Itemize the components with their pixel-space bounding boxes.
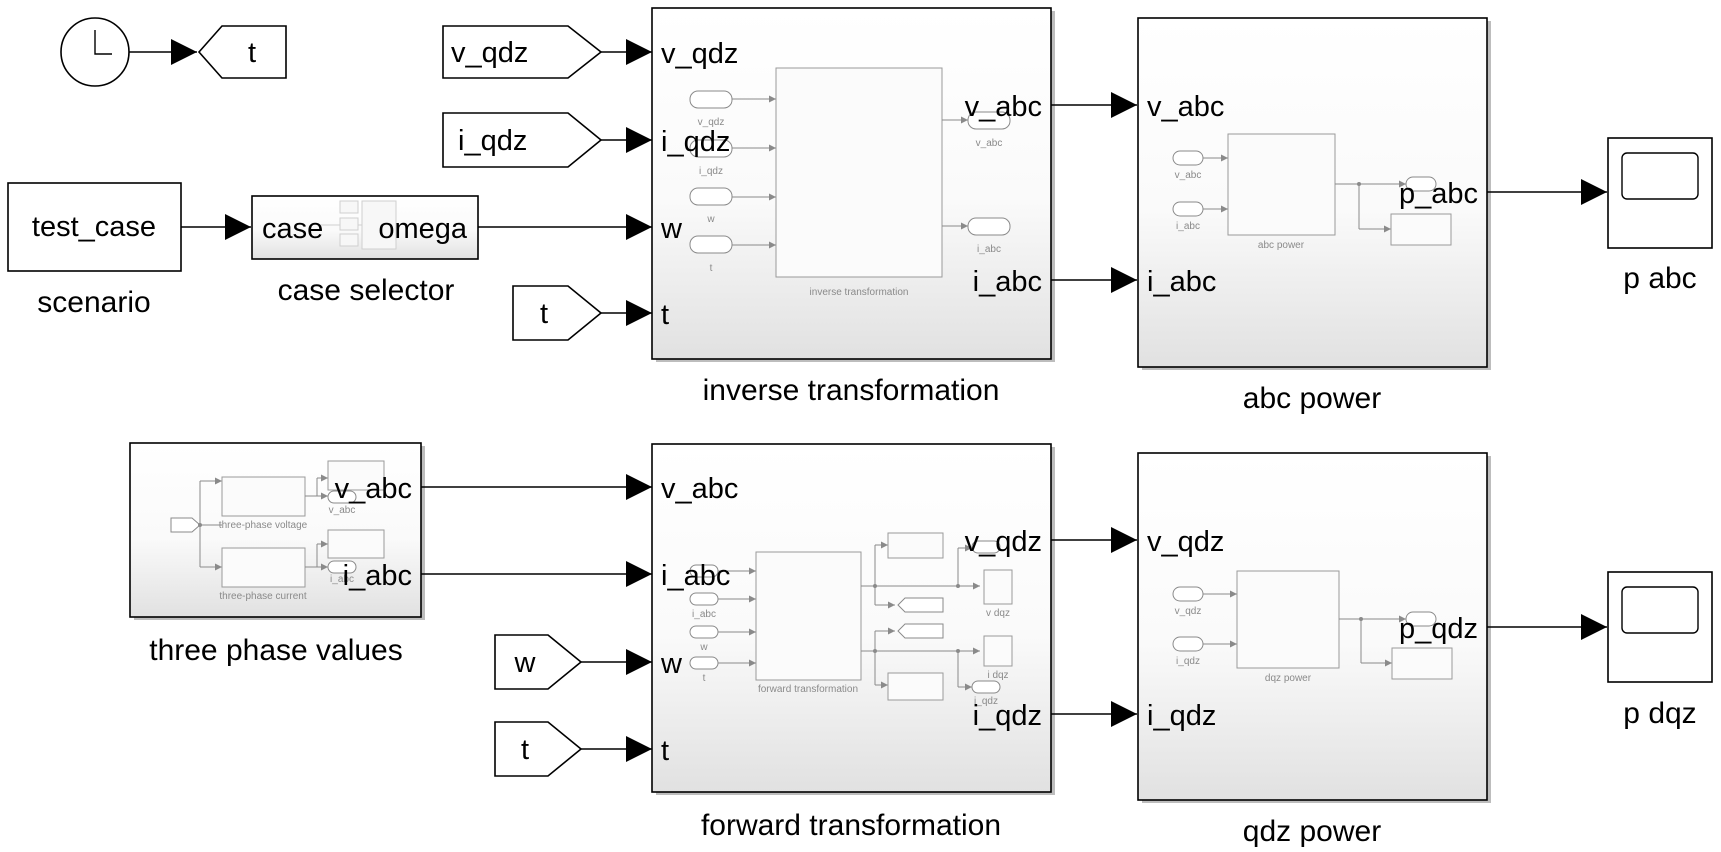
fwd-out-port-v-qdz: v_qdz (965, 526, 1042, 558)
case-selector-block[interactable]: case omega (251, 195, 479, 260)
svg-text:inverse transformation: inverse transformation (810, 287, 909, 298)
from-t-upper-block[interactable]: t (512, 285, 603, 341)
abc-power-in-port-v-abc: v_abc (1147, 91, 1224, 123)
from-v-qdz-label: v_qdz (451, 37, 528, 69)
abc-power-caption: abc power (1243, 382, 1381, 415)
qdz-power-in-port-i-qdz: i_qdz (1147, 700, 1216, 732)
svg-text:v dqz: v dqz (986, 608, 1010, 619)
from-w-block[interactable]: w (494, 634, 583, 690)
svg-text:i_abc: i_abc (330, 574, 354, 585)
scope-p-dqz-caption: p dqz (1623, 697, 1696, 730)
inv-in-port-v-qdz: v_qdz (661, 38, 738, 70)
inv-out-port-v-abc: v_abc (965, 91, 1042, 123)
three-phase-values-caption: three phase values (149, 634, 403, 667)
fwd-in-port-i-abc: i_abc (661, 560, 730, 592)
inverse-transformation-block[interactable]: inverse transformation v_qdz i_qdz w t v… (651, 7, 1055, 362)
three-phase-values-thumbnail: three-phase voltage three-phase current … (170, 460, 385, 602)
qdz-power-thumbnail: dqz power v_qdz i_qdz (1172, 570, 1453, 684)
forward-transformation-caption: forward transformation (701, 809, 1001, 842)
goto-t-label: t (248, 37, 256, 69)
svg-text:abc power: abc power (1258, 240, 1305, 251)
inverse-transformation-thumbnail: inverse transformation v_qdz i_qdz w t v… (689, 67, 1011, 298)
svg-text:w: w (699, 642, 708, 653)
svg-text:i dqz: i dqz (987, 670, 1008, 681)
fwd-out-port-i-qdz: i_qdz (973, 700, 1042, 732)
forward-transformation-block[interactable]: forward transformation i_abc w t v d (651, 443, 1055, 795)
from-w-label: w (514, 647, 537, 679)
inv-in-port-i-qdz: i_qdz (661, 126, 730, 158)
case-selector-caption: case selector (278, 274, 455, 307)
case-selector-out-port: omega (378, 213, 468, 245)
qdz-power-block[interactable]: dqz power v_qdz i_qdz v_qdz i_qdz p_qdz (1137, 452, 1491, 803)
from-v-qdz-block[interactable]: v_qdz (442, 25, 603, 79)
scope-screen-icon (1621, 586, 1699, 634)
forward-transformation-thumbnail: forward transformation i_abc w t v d (689, 532, 1013, 707)
svg-text:v_qdz: v_qdz (1175, 606, 1202, 617)
from-t-upper-label: t (540, 298, 548, 330)
scope-p-abc-block[interactable] (1607, 137, 1713, 249)
svg-text:i_qdz: i_qdz (974, 696, 998, 707)
fwd-in-port-v-abc: v_abc (661, 473, 738, 505)
goto-t-block[interactable]: t (197, 25, 287, 79)
fwd-in-port-w: w (660, 648, 683, 680)
scope-screen-icon (1621, 152, 1699, 200)
svg-text:i_abc: i_abc (977, 244, 1001, 255)
from-i-qdz-label: i_qdz (458, 125, 527, 157)
svg-text:w: w (706, 214, 715, 225)
svg-text:v_abc: v_abc (329, 505, 356, 516)
svg-text:i_qdz: i_qdz (699, 166, 723, 177)
svg-text:v_abc: v_abc (1175, 170, 1202, 181)
scope-p-abc-caption: p abc (1623, 262, 1696, 295)
qdz-power-caption: qdz power (1243, 815, 1381, 848)
inv-in-port-t: t (661, 299, 669, 331)
three-phase-out-port-v-abc: v_abc (335, 473, 412, 505)
scenario-value: test_case (32, 211, 156, 243)
fwd-in-port-t: t (661, 735, 669, 767)
scenario-caption: scenario (37, 286, 150, 319)
svg-text:i_abc: i_abc (1176, 221, 1200, 232)
inverse-transformation-caption: inverse transformation (703, 374, 1000, 407)
case-selector-in-port: case (262, 213, 323, 245)
abc-power-out-port-p-abc: p_abc (1399, 178, 1478, 210)
three-phase-values-block[interactable]: three-phase voltage three-phase current … (129, 442, 425, 620)
scope-p-dqz-block[interactable] (1607, 571, 1713, 683)
scenario-block[interactable]: test_case (7, 182, 182, 272)
svg-text:t: t (703, 673, 706, 684)
svg-text:v_qdz: v_qdz (698, 117, 725, 128)
from-t-lower-block[interactable]: t (494, 721, 583, 777)
svg-text:t: t (710, 263, 713, 274)
abc-power-thumbnail: abc power v_abc i_abc (1172, 133, 1452, 251)
svg-text:forward transformation: forward transformation (758, 684, 858, 695)
svg-text:i_abc: i_abc (692, 609, 716, 620)
qdz-power-out-port-p-qdz: p_qdz (1399, 613, 1478, 645)
from-i-qdz-block[interactable]: i_qdz (442, 112, 603, 168)
from-t-lower-label: t (521, 734, 529, 766)
svg-text:v_abc: v_abc (976, 138, 1003, 149)
three-phase-out-port-i-abc: i_abc (343, 560, 412, 592)
inv-in-port-w: w (660, 213, 683, 245)
inv-out-port-i-abc: i_abc (973, 266, 1042, 298)
qdz-power-in-port-v-qdz: v_qdz (1147, 526, 1224, 558)
clock-block[interactable] (60, 17, 130, 87)
abc-power-in-port-i-abc: i_abc (1147, 266, 1216, 298)
abc-power-block[interactable]: abc power v_abc i_abc v_abc i_abc p_abc (1137, 17, 1491, 370)
svg-text:three-phase voltage: three-phase voltage (219, 520, 308, 531)
svg-text:i_qdz: i_qdz (1176, 656, 1200, 667)
svg-text:three-phase current: three-phase current (219, 591, 306, 602)
case-selector-thumbnail (318, 200, 397, 250)
svg-text:dqz power: dqz power (1265, 673, 1312, 684)
